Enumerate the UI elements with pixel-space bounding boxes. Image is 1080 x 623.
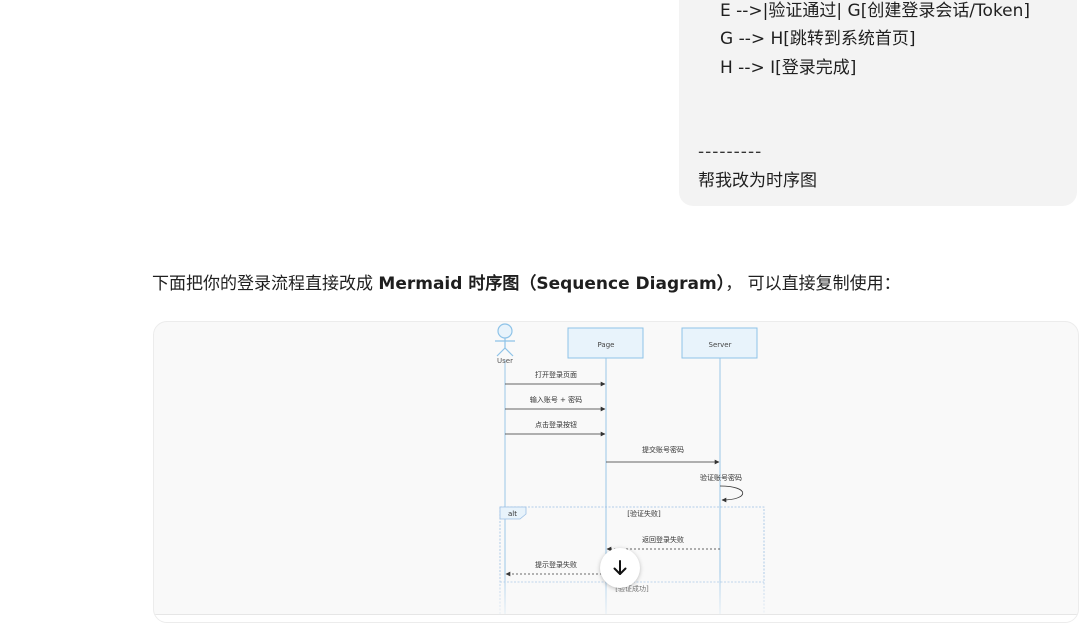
- user-actor-icon: [495, 323, 515, 357]
- sequence-diagram: User Page Server 打开登录页面 输入账号 + 密码 点击登录按钮…: [495, 323, 765, 622]
- user-message-bubble: E -->|验证通过| G[创建登录会话/Token] G --> H[跳转到系…: [679, 0, 1077, 206]
- message-label: 点击登录按钮: [535, 420, 577, 429]
- message-label: 提交账号密码: [642, 445, 684, 454]
- scroll-to-bottom-button[interactable]: [600, 548, 640, 588]
- separator-text: ---------: [698, 142, 763, 162]
- code-line: G --> H[跳转到系统首页]: [720, 29, 916, 49]
- alt-frame-tag: [499, 506, 527, 520]
- answer-intro: 下面把你的登录流程直接改成 Mermaid 时序图（Sequence Diagr…: [152, 270, 901, 298]
- message-label: 输入账号 + 密码: [530, 395, 582, 404]
- participant-server-label: Server: [709, 341, 732, 349]
- answer-intro-text: 下面把你的登录流程直接改成: [152, 274, 379, 294]
- card-bottom-bar: [154, 614, 1078, 622]
- code-line: E -->|验证通过| G[创建登录会话/Token]: [720, 1, 1031, 21]
- participant-page-label: Page: [598, 341, 615, 349]
- participant-page-box: [567, 327, 644, 359]
- sequence-diagram-card: User Page Server 打开登录页面 输入账号 + 密码 点击登录按钮…: [153, 321, 1079, 623]
- alt-branch-label: [验证失败]: [627, 509, 661, 518]
- participant-user-label: User: [497, 357, 513, 365]
- alt-frame: [499, 506, 765, 622]
- arrow-down-icon: [613, 560, 627, 575]
- message-label: 打开登录页面: [535, 370, 577, 379]
- participant-server-box: [681, 327, 758, 359]
- answer-intro-bold: Mermaid 时序图（Sequence Diagram）: [378, 274, 726, 294]
- message-label: 返回登录失败: [642, 535, 684, 544]
- message-label: 验证账号密码: [700, 473, 742, 482]
- answer-intro-tail: ， 可以直接复制使用：: [725, 274, 901, 294]
- user-request-text: 帮我改为时序图: [698, 171, 817, 191]
- self-message-arrow: [719, 485, 743, 503]
- message-label: 提示登录失败: [535, 560, 577, 569]
- alt-label: alt: [508, 510, 517, 518]
- code-line: H --> I[登录完成]: [720, 58, 857, 78]
